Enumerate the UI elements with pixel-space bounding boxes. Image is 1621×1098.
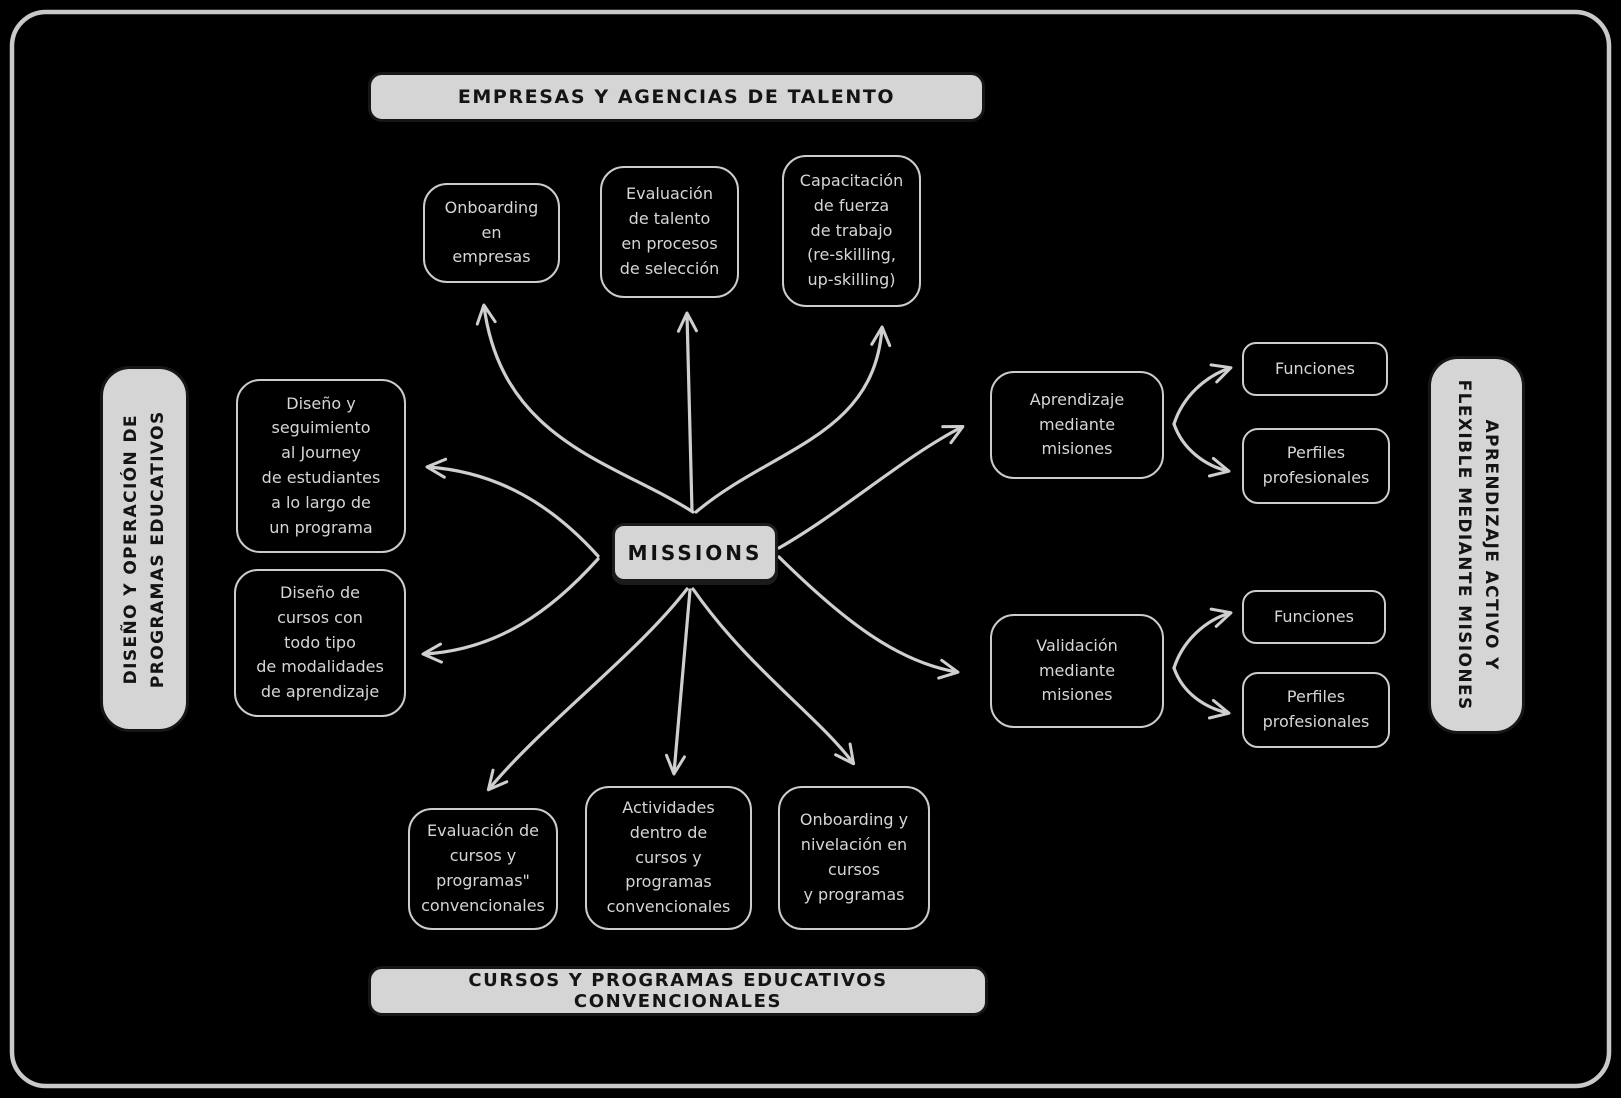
node-label: Validación mediante misiones xyxy=(1036,635,1118,705)
banner-bottom: CURSOS Y PROGRAMAS EDUCATIVOS CONVENCION… xyxy=(368,966,988,1016)
edge-missions-onboarding-nivelacion xyxy=(691,587,856,766)
banner-bottom-label: CURSOS Y PROGRAMAS EDUCATIVOS CONVENCION… xyxy=(468,970,888,1012)
node-label: Onboarding y nivelación en cursos y prog… xyxy=(799,810,909,904)
node-label: Funciones xyxy=(1275,358,1355,378)
node-missions-label: MISSIONS xyxy=(627,540,763,565)
node-missions: MISSIONS xyxy=(612,523,778,582)
node-label: Funciones xyxy=(1274,606,1354,626)
outer-frame xyxy=(9,9,1612,1089)
node-onboarding-empresas: Onboarding en empresas xyxy=(423,183,560,283)
node-label: Aprendizaje mediante misiones xyxy=(1029,389,1125,459)
edge-aprendizaje-perfiles xyxy=(1172,422,1231,478)
node-label: Actividades dentro de cursos y programas… xyxy=(606,798,731,917)
node-label: Evaluación de talento en procesos de sel… xyxy=(619,184,720,278)
node-label: Perfiles profesionales xyxy=(1262,687,1370,731)
edge-missions-evaluacion-talento xyxy=(676,311,698,513)
node-evaluacion-talento: Evaluación de talento en procesos de sel… xyxy=(600,166,739,298)
edge-aprendizaje-funciones xyxy=(1172,363,1233,426)
node-actividades-cursos: Actividades dentro de cursos y programas… xyxy=(585,786,752,930)
node-evaluacion-cursos: Evaluación de cursos y programas" conven… xyxy=(408,808,558,930)
edge-validacion-perfiles xyxy=(1172,666,1231,720)
node-label: Diseño de cursos con todo tipo de modali… xyxy=(256,583,384,702)
node-label: Perfiles profesionales xyxy=(1262,443,1370,487)
banner-right-label: APRENDIZAJE ACTIVO Y FLEXIBLE MEDIANTE M… xyxy=(1453,379,1501,711)
node-perfiles-aprendizaje: Perfiles profesionales xyxy=(1242,428,1390,504)
banner-top-label: EMPRESAS Y AGENCIAS DE TALENTO xyxy=(457,86,896,108)
node-funciones-validacion: Funciones xyxy=(1242,590,1386,644)
edge-missions-diseno-cursos xyxy=(421,557,600,664)
node-perfiles-validacion: Perfiles profesionales xyxy=(1242,672,1390,748)
edge-missions-capacitacion xyxy=(694,325,892,514)
edge-missions-validacion xyxy=(777,555,960,680)
node-diseno-seguimiento: Diseño y seguimiento al Journey de estud… xyxy=(236,379,406,553)
edge-missions-onboarding-empresas xyxy=(475,303,695,514)
node-capacitacion-fuerza: Capacitación de fuerza de trabajo (re-sk… xyxy=(782,155,921,307)
banner-left-label: DISEÑO Y OPERACIÓN DE PROGRAMAS EDUCATIV… xyxy=(120,410,168,688)
node-label: Evaluación de cursos y programas" conven… xyxy=(421,821,545,915)
edge-missions-actividades xyxy=(665,588,692,776)
node-validacion-misiones: Validación mediante misiones xyxy=(990,614,1164,728)
node-diseno-cursos: Diseño de cursos con todo tipo de modali… xyxy=(234,569,406,717)
node-label: Diseño y seguimiento al Journey de estud… xyxy=(261,393,381,537)
edge-missions-diseno-seguimiento xyxy=(425,457,600,558)
node-label: Capacitación de fuerza de trabajo (re-sk… xyxy=(799,171,904,290)
banner-top: EMPRESAS Y AGENCIAS DE TALENTO xyxy=(368,72,985,122)
edge-validacion-funciones xyxy=(1172,607,1233,670)
banner-left: DISEÑO Y OPERACIÓN DE PROGRAMAS EDUCATIV… xyxy=(100,366,189,732)
node-aprendizaje-misiones: Aprendizaje mediante misiones xyxy=(990,371,1164,479)
edge-missions-evaluacion-cursos xyxy=(486,587,689,792)
node-funciones-aprendizaje: Funciones xyxy=(1242,342,1388,396)
banner-right: APRENDIZAJE ACTIVO Y FLEXIBLE MEDIANTE M… xyxy=(1428,356,1525,734)
edge-missions-aprendizaje xyxy=(777,425,965,550)
node-onboarding-nivelacion: Onboarding y nivelación en cursos y prog… xyxy=(778,786,930,930)
node-label: Onboarding en empresas xyxy=(444,197,539,267)
